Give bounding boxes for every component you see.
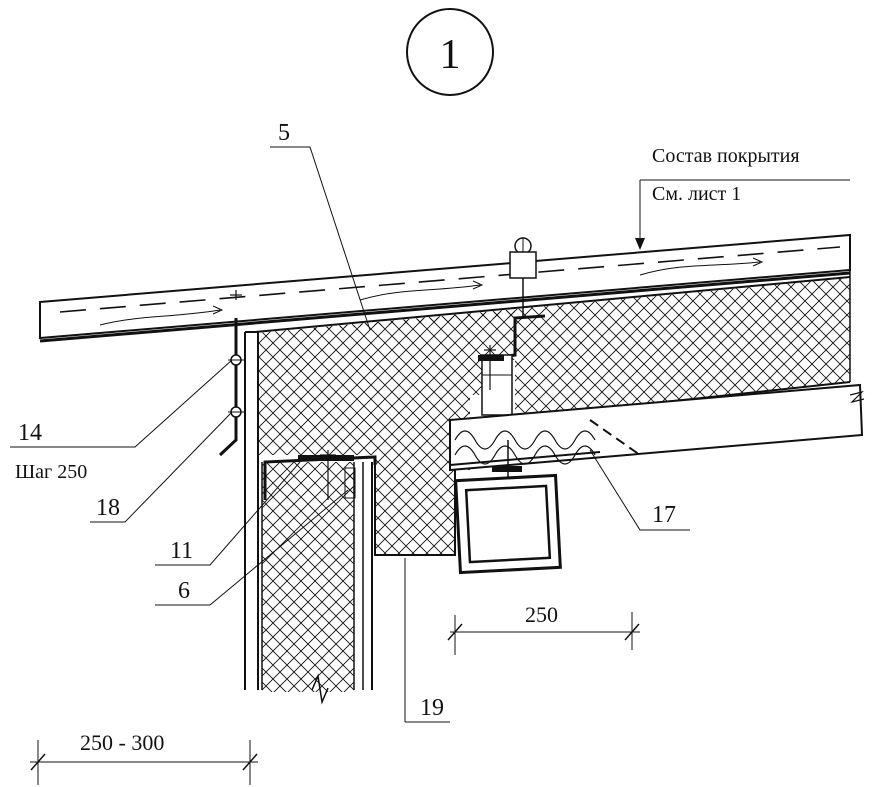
leader-lines (10, 146, 850, 723)
eave-flashing (218, 290, 244, 457)
label-item-17: 17 (652, 502, 676, 528)
lower-band (449, 383, 865, 472)
roof-fastener (509, 237, 537, 318)
detail-marker: 1 (406, 8, 494, 96)
label-item-14: 14 (18, 420, 42, 446)
label-roof-composition: Состав покрытия (652, 145, 800, 167)
label-dimension-250-300: 250 - 300 (80, 730, 164, 755)
roof-cladding (39, 233, 851, 343)
label-item-11: 11 (170, 538, 193, 564)
purlin-post (478, 345, 513, 416)
wall-panel (244, 331, 373, 705)
label-item-18: 18 (96, 495, 120, 521)
dimension-250-300 (30, 740, 258, 785)
label-item-5: 5 (278, 120, 290, 146)
steel-tube-purlin (454, 473, 562, 575)
label-item-6: 6 (178, 578, 190, 604)
label-pitch-note: Шаг 250 (15, 461, 87, 483)
label-dimension-250: 250 (525, 602, 558, 627)
detail-number: 1 (440, 32, 461, 78)
label-see-sheet: См. лист 1 (652, 183, 741, 205)
cap-channel (263, 450, 377, 500)
dimension-250 (447, 612, 640, 655)
roof-insulation (254, 270, 851, 556)
label-item-19: 19 (420, 695, 444, 721)
